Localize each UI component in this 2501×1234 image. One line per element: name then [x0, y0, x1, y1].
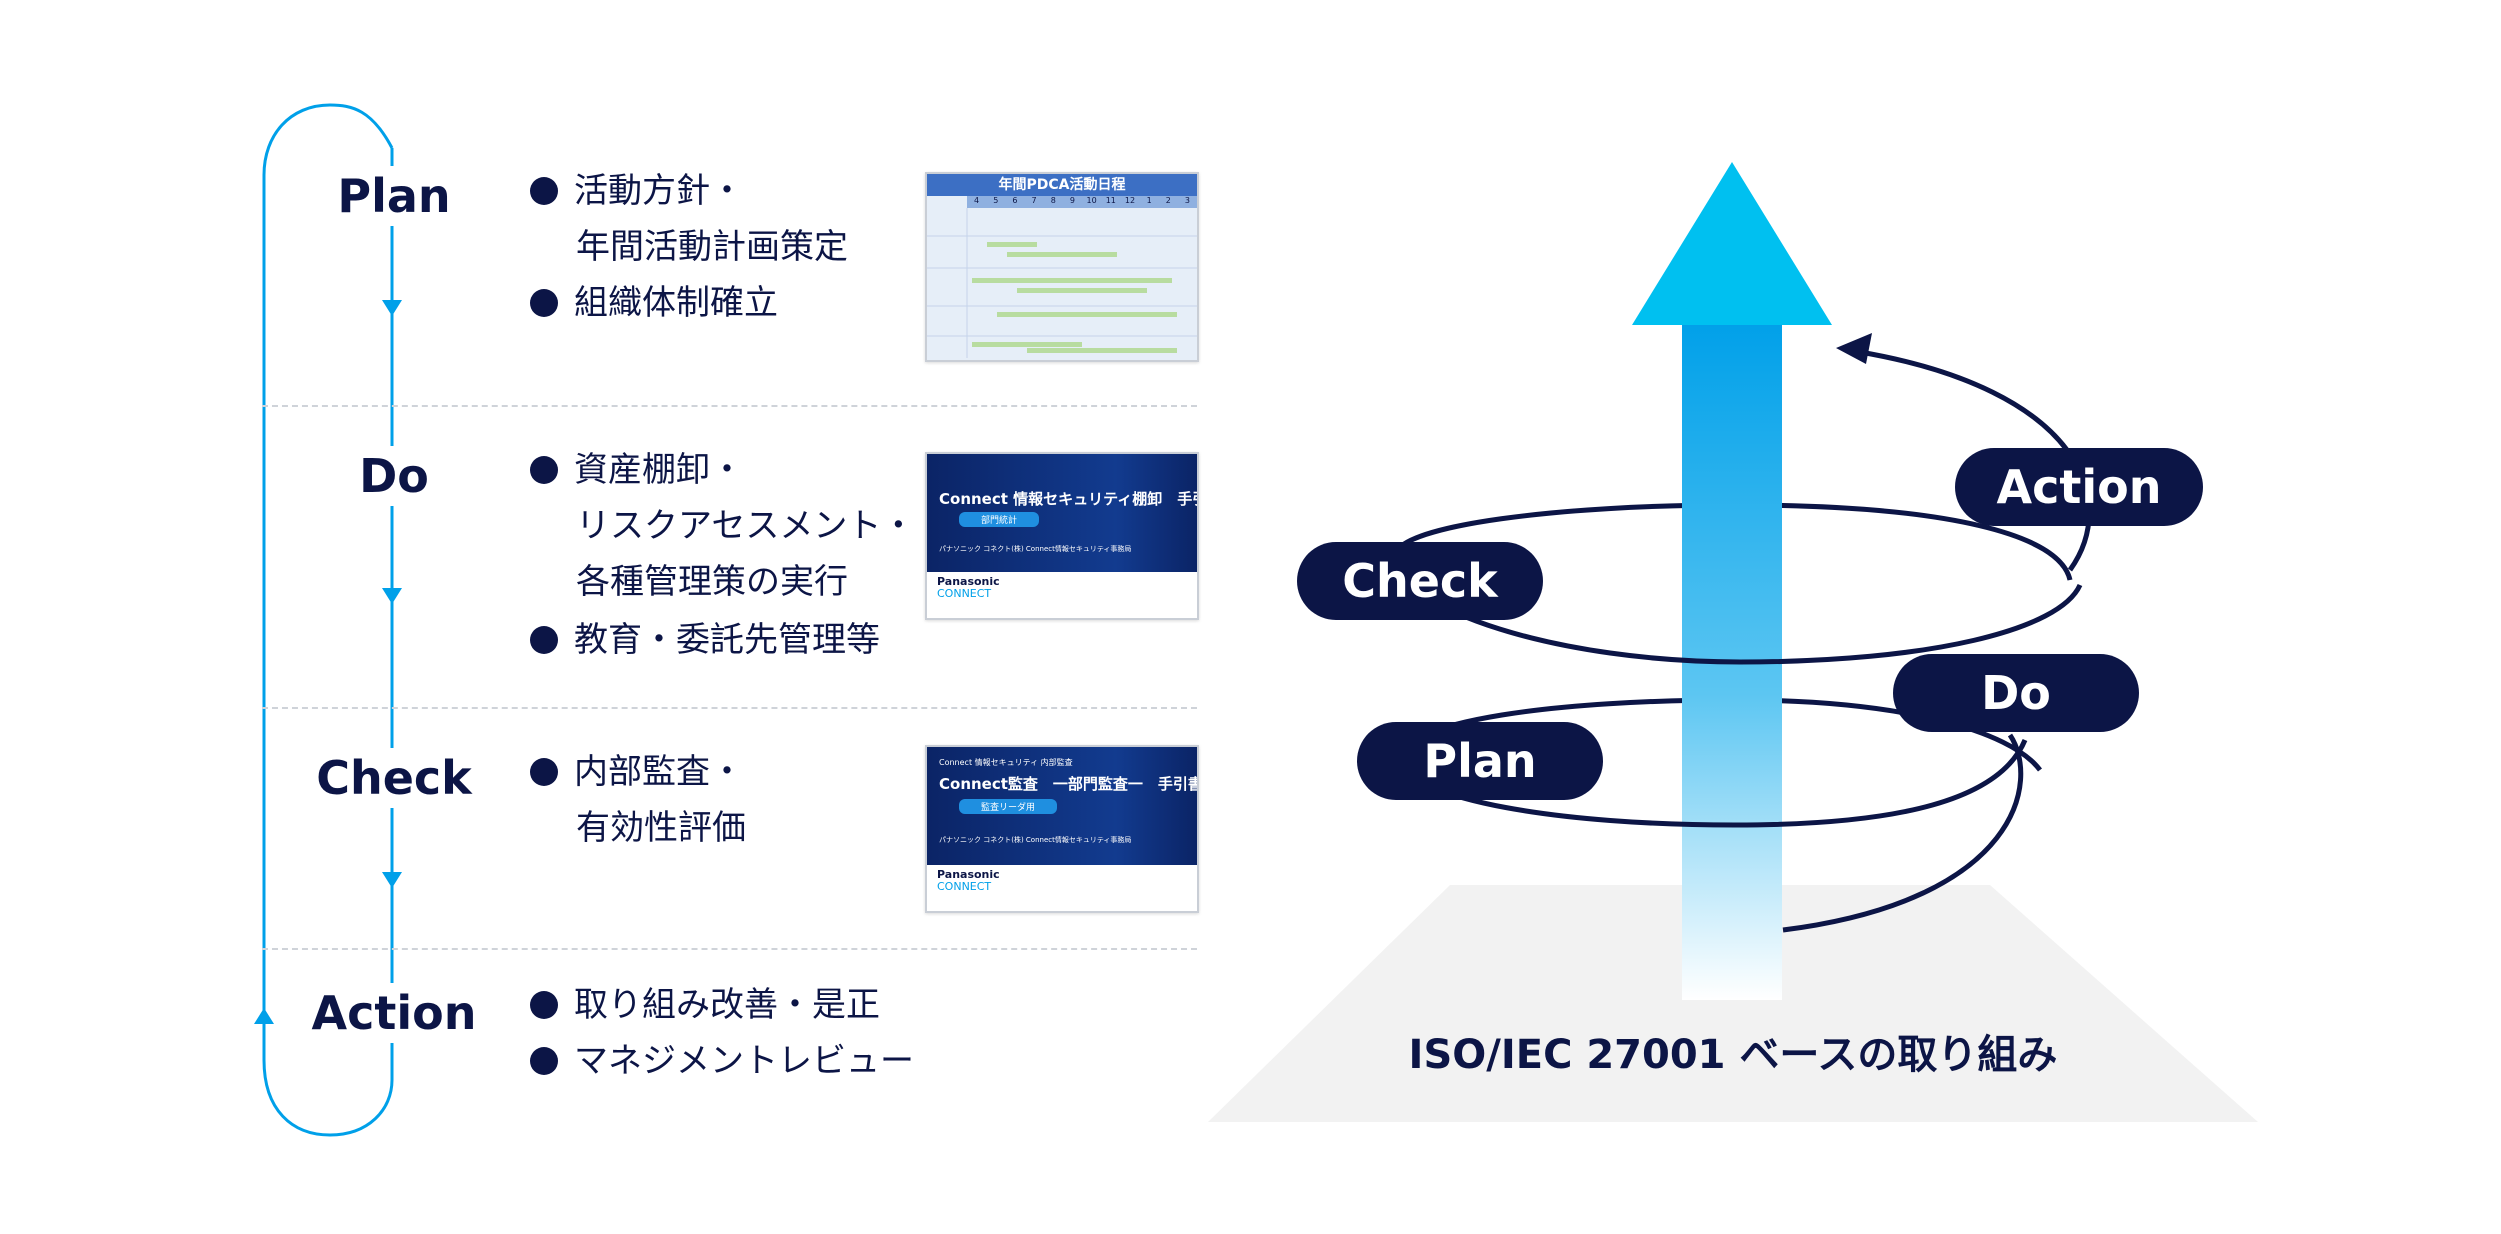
bullet-item: 教育・委託先管理等: [530, 612, 880, 668]
bullet-dot: [530, 758, 558, 786]
bullet-dot: [530, 289, 558, 317]
base-label: ISO/IEC 27001 ベースの取り組み: [1408, 1032, 2058, 1078]
base-platform: [1208, 885, 2258, 1122]
bullet-dot: [530, 1047, 558, 1075]
thumbnail-inventory-manual: Connect 情報セキュリティ棚卸 手引書 部門統計 パナソニック コネクト(…: [925, 452, 1199, 620]
manual-badge: 部門統計: [959, 512, 1040, 527]
spiral-arrowhead-icon: [1836, 333, 1872, 364]
cycle-label-plan: Plan: [1357, 722, 1603, 800]
bullet-item: 組織体制確立: [530, 275, 778, 331]
audit-subtitle: パナソニック コネクト(株) Connect情報セキュリティ事務局: [939, 836, 1132, 844]
return-loop-line: [262, 103, 394, 1137]
audit-badge: 監査リーダ用: [959, 799, 1058, 814]
schedule-months: 4 5 6 7 8 9 10 11 12 1 2 3: [967, 196, 1197, 208]
growth-arrow-head: [1632, 162, 1832, 325]
bullet-dot: [530, 626, 558, 654]
phase-title-action: Action: [301, 983, 487, 1043]
spiral-tail: [1782, 733, 2024, 933]
bullet-dot: [530, 456, 558, 484]
down-arrow-icon: [382, 872, 402, 888]
schedule-header: 年間PDCA活動日程: [927, 174, 1197, 196]
panasonic-connect-logo: Panasonic CONNECT: [937, 868, 1000, 893]
cycle-label-do: Do: [1893, 654, 2139, 732]
phase-title-check: Check: [306, 748, 482, 808]
bullet-dot: [530, 991, 558, 1019]
audit-title: Connect監査 一部門監査一 手引書: [939, 775, 1199, 793]
bullet-item: 取り組み改善・是正: [530, 977, 880, 1033]
bullet-item: マネジメントレビュー: [530, 1033, 914, 1089]
panasonic-connect-logo: Panasonic CONNECT: [937, 575, 1000, 600]
down-arrow-icon: [382, 300, 402, 316]
cycle-label-check: Check: [1297, 542, 1543, 620]
bullet-item: 活動方針・ 年間活動計画策定: [530, 163, 848, 275]
manual-subtitle: パナソニック コネクト(株) Connect情報セキュリティ事務局: [939, 545, 1132, 553]
schedule-gantt: [927, 208, 1197, 358]
phase-title-do: Do: [349, 446, 439, 506]
bullet-dot: [530, 177, 558, 205]
manual-title: Connect 情報セキュリティ棚卸 手引書: [939, 490, 1199, 508]
up-arrow-icon: [254, 1008, 274, 1024]
audit-pretitle: Connect 情報セキュリティ 内部監査: [939, 758, 1073, 767]
bullet-item: 内部監査・ 有効性評価: [530, 744, 746, 856]
thumbnail-audit-manual: Connect 情報セキュリティ 内部監査 Connect監査 一部門監査一 手…: [925, 745, 1199, 913]
down-arrow-icon: [382, 588, 402, 604]
phase-title-plan: Plan: [327, 166, 461, 226]
thumbnail-annual-schedule: 年間PDCA活動日程 4 5 6 7 8 9 10 11 12 1 2 3: [925, 172, 1199, 362]
bullet-item: 資産棚卸・ リスクアセスメント・ 各種管理策の実行: [530, 442, 915, 610]
divider: [262, 405, 1197, 407]
cycle-label-action: Action: [1955, 448, 2203, 526]
divider: [262, 948, 1197, 950]
divider: [262, 707, 1197, 709]
